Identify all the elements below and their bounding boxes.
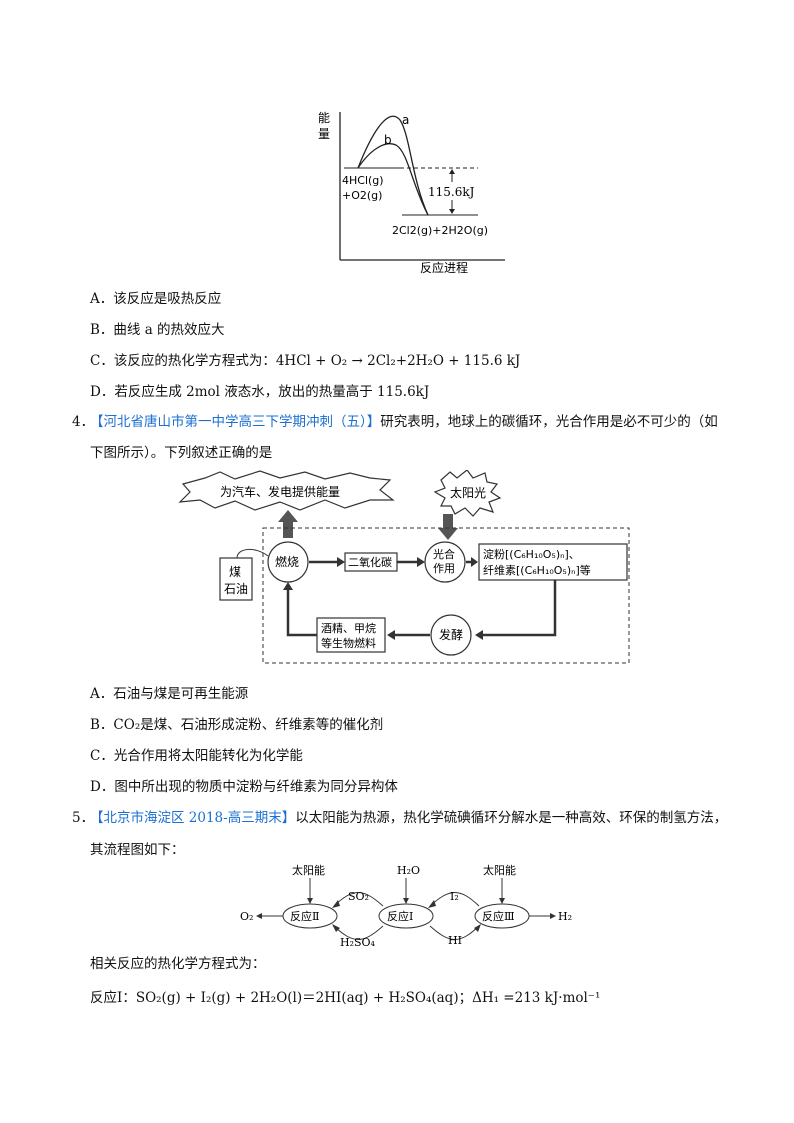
arrow-co2-photo-head (417, 557, 425, 567)
curve-b-label: b (384, 133, 392, 147)
arrow-starch-ferment (481, 580, 557, 637)
energy-profile-diagram: 能 量 反应进程 a b 4HCl(g) +O2(g) 2Cl2(g)+2H2O… (318, 111, 505, 275)
so2-arrowhead (332, 900, 340, 908)
products-label: 2Cl2(g)+2H2O(g) (392, 224, 488, 237)
hi-arrowhead (474, 924, 481, 932)
water-label: H₂O (397, 864, 420, 877)
curve-a-label: a (402, 113, 409, 127)
so2-label: SO₂ (348, 890, 369, 903)
arrow-photo-starch-head (471, 557, 478, 567)
q4-source: 【河北省唐山市第一中学高三下学期冲刺（五）】 (90, 414, 381, 430)
cycle-frame (262, 527, 630, 664)
photo-label-2: 作用 (433, 562, 455, 575)
solar-left-label: 太阳能 (292, 863, 325, 877)
q3-option-c[interactable]: C．该反应的热化学方程式为：4HCl + O₂ → 2Cl₂+2H₂O + 11… (90, 353, 521, 369)
h2-label: H₂ (558, 910, 572, 923)
reaction-1-ellipse (378, 903, 434, 929)
delta-label: 115.6kJ (428, 185, 475, 199)
curve-a (357, 115, 429, 216)
down-arrow-head (438, 528, 458, 540)
hi-arrow (429, 925, 480, 940)
coal-label-1: 煤 (229, 565, 241, 579)
ferment-label: 发酵 (439, 627, 463, 642)
q4-number: 4． (72, 414, 95, 430)
y-axis-label-2: 量 (318, 127, 330, 141)
reactants-label-2: +O2(g) (342, 189, 382, 202)
h2so4-label: H₂SO₄ (340, 936, 376, 949)
sulfur-iodine-cycle-diagram: 太阳能 H₂O 太阳能 反应Ⅱ 反应Ⅰ 反应Ⅲ O₂ H₂ SO₂ H₂SO₄ … (240, 863, 572, 949)
fuel-label-2: 等生物燃料 (321, 636, 376, 650)
q4-stem-line2: 下图所示）。下列叙述正确的是 (90, 445, 273, 461)
x-axis-label: 反应进程 (420, 260, 468, 275)
y-axis-label-1: 能 (318, 111, 330, 125)
ferment-circle (430, 614, 472, 656)
carbon-cycle-diagram: 为汽车、发电提供能量 太阳光 煤 石油 燃烧 二氧化碳 光合 作用 淀粉[(C₆… (178, 470, 630, 664)
fuel-label-1: 酒精、甲烷 (321, 621, 376, 635)
q4-option-a[interactable]: A．石油与煤是可再生能源 (90, 686, 249, 702)
coal-curve (236, 549, 269, 559)
q5-number: 5． (72, 810, 95, 826)
i2-arrow (429, 892, 480, 907)
starch-label-1: 淀粉[(C₆H₁₀O₅)ₙ]、 (483, 547, 580, 561)
o2-arrowhead (256, 913, 262, 919)
q5-source: 【北京市海淀区 2018-高三期末】 (90, 810, 296, 826)
q4-option-b[interactable]: B．CO₂是煤、石油形成淀粉、纤维素等的催化剂 (90, 717, 384, 733)
q3-option-a[interactable]: A．该反应是吸热反应 (90, 291, 222, 307)
reaction-1-label: 反应Ⅰ (387, 909, 413, 923)
fuel-box (316, 617, 386, 653)
reaction-2-label: 反应Ⅱ (290, 909, 319, 923)
reaction-3-label: 反应Ⅲ (482, 909, 515, 923)
burn-label: 燃烧 (275, 554, 299, 569)
h2-arrowhead (550, 913, 556, 919)
q5-stem-1: 以太阳能为热源，热化学硫碘循环分解水是一种高效、环保的制氢方法， (295, 810, 728, 826)
arrow-burn-co2-head (337, 557, 345, 567)
q5-reaction-1: 反应Ⅰ：SO₂(g) + I₂(g) + 2H₂O(l)＝2HI(aq) + H… (90, 990, 601, 1006)
h2so4-arrow (333, 925, 384, 940)
q5-stem-line2: 其流程图如下： (90, 842, 185, 858)
delta-arrowhead-bottom (449, 209, 455, 214)
q3-option-d[interactable]: D．若反应生成 2mol 液态水，放出的热量高于 115.6kJ (90, 384, 430, 400)
delta-arrowhead-top (449, 169, 455, 174)
energy-starburst (178, 470, 395, 511)
q5-stem-line1: 【北京市海淀区 2018-高三期末】以太阳能为热源，热化学硫碘循环分解水是一种高… (90, 808, 727, 828)
sun-starburst (433, 470, 502, 517)
h2so4-arrowhead (332, 924, 340, 932)
arrow-starch-ferment-head (475, 630, 483, 640)
arrow-fuel-burn (286, 588, 317, 637)
reactants-label-1: 4HCl(g) (342, 174, 384, 187)
arrow-fuel-burn-head (283, 582, 293, 590)
up-arrow-head (278, 510, 298, 522)
q3-option-b[interactable]: B．曲线 a 的热效应大 (90, 322, 225, 338)
curve-b (357, 143, 429, 216)
o2-label: O₂ (240, 910, 253, 923)
solar-right-arrowhead (499, 898, 505, 904)
q4-option-c[interactable]: C．光合作用将太阳能转化为化学能 (90, 748, 303, 764)
photosynthesis-circle (424, 541, 466, 583)
q4-option-d[interactable]: D．图中所出现的物质中淀粉与纤维素为同分异构体 (90, 779, 398, 795)
sun-label: 太阳光 (450, 485, 486, 500)
hi-label: HI (448, 934, 462, 947)
down-arrow-shaft (443, 514, 453, 530)
solar-right-label: 太阳能 (483, 863, 516, 877)
photo-label-1: 光合 (433, 547, 455, 561)
up-arrow-shaft (283, 520, 293, 538)
coal-box (219, 557, 253, 601)
i2-arrowhead (428, 900, 436, 908)
water-arrowhead (403, 898, 409, 904)
arrow-ferment-fuel-head (387, 630, 395, 640)
q4-stem-line1: 【河北省唐山市第一中学高三下学期冲刺（五）】研究表明，地球上的碳循环，光合作用是… (90, 412, 718, 432)
q5-intro: 相关反应的热化学方程式为： (90, 956, 266, 972)
coal-label-2: 石油 (224, 582, 248, 596)
co2-label: 二氧化碳 (348, 555, 392, 569)
energy-supply-label: 为汽车、发电提供能量 (220, 484, 340, 499)
solar-left-arrowhead (307, 898, 313, 904)
starch-box (478, 543, 628, 581)
starch-label-2: 纤维素[(C₆H₁₀O₅)ₙ]等 (483, 563, 591, 577)
i2-label: I₂ (450, 890, 459, 903)
q4-stem-1: 研究表明，地球上的碳循环，光合作用是必不可少的（如 (380, 414, 718, 430)
